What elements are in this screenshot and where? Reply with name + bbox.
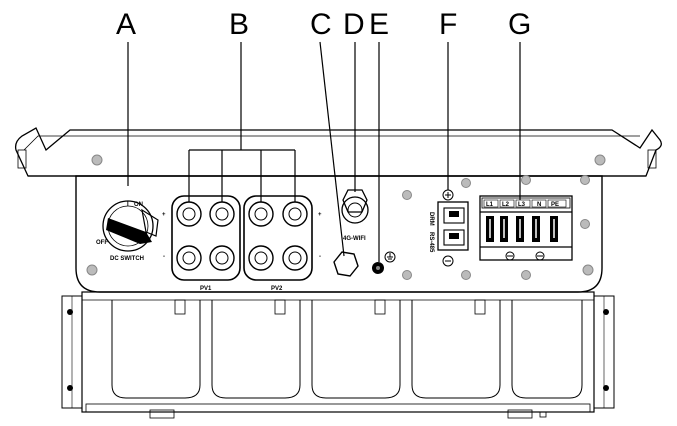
pv1-label: PV1 [200, 286, 212, 292]
cable-gland [333, 251, 359, 277]
ac-terminal-block: L1 L2 L3 N PE [479, 195, 573, 261]
rs485-label: RS-485 [428, 232, 434, 253]
top-cover [14, 127, 662, 177]
heatsink [61, 291, 615, 419]
callout-e: E [369, 8, 389, 41]
pv2-label: PV2 [271, 286, 283, 292]
pv2-connector-rings [248, 201, 308, 271]
ground-symbol-icon [442, 189, 454, 201]
ground-symbol-icon [384, 251, 396, 263]
callout-g: G [508, 8, 531, 41]
grounding-screw [372, 262, 384, 274]
callout-leaders [127, 41, 521, 262]
pv1-plus: + [162, 212, 166, 218]
bottom-panel [75, 154, 606, 293]
callout-d: D [343, 8, 365, 41]
pv2-minus: - [319, 254, 321, 260]
dc-switch: I ON OFF DC SWITCH [96, 180, 159, 262]
pv1-minus: - [163, 254, 165, 260]
off-label: OFF [96, 240, 108, 246]
drm-label: DRM [428, 212, 434, 226]
ground-symbol-icon [535, 251, 545, 261]
callout-labels: A B C D E F G [116, 8, 531, 41]
ac-terminal-l3: L3 [518, 202, 526, 208]
on-mark: I [127, 202, 129, 208]
pv1-connector-rings [176, 201, 235, 271]
pv2-plus: + [318, 212, 322, 218]
callout-f: F [439, 8, 457, 41]
ground-symbol-icon [442, 255, 454, 267]
drm-rs485-ports: DRM RS-485 [428, 201, 469, 253]
ac-terminal-n: N [537, 202, 541, 208]
wifi-port: 4G-WIFI [341, 189, 369, 242]
callout-c: C [310, 8, 332, 41]
on-label: ON [134, 202, 143, 208]
ac-terminal-l1: L1 [486, 202, 494, 208]
callout-b: B [229, 8, 249, 41]
pv-connectors: + - + - PV1 PV2 [162, 195, 322, 292]
ac-terminal-l2: L2 [502, 202, 510, 208]
dc-switch-label: DC SWITCH [110, 256, 144, 262]
ground-symbol-icon [505, 251, 515, 261]
ac-terminal-pe: PE [551, 202, 559, 208]
callout-a: A [116, 8, 136, 41]
wifi-label: 4G-WIFI [343, 236, 366, 242]
